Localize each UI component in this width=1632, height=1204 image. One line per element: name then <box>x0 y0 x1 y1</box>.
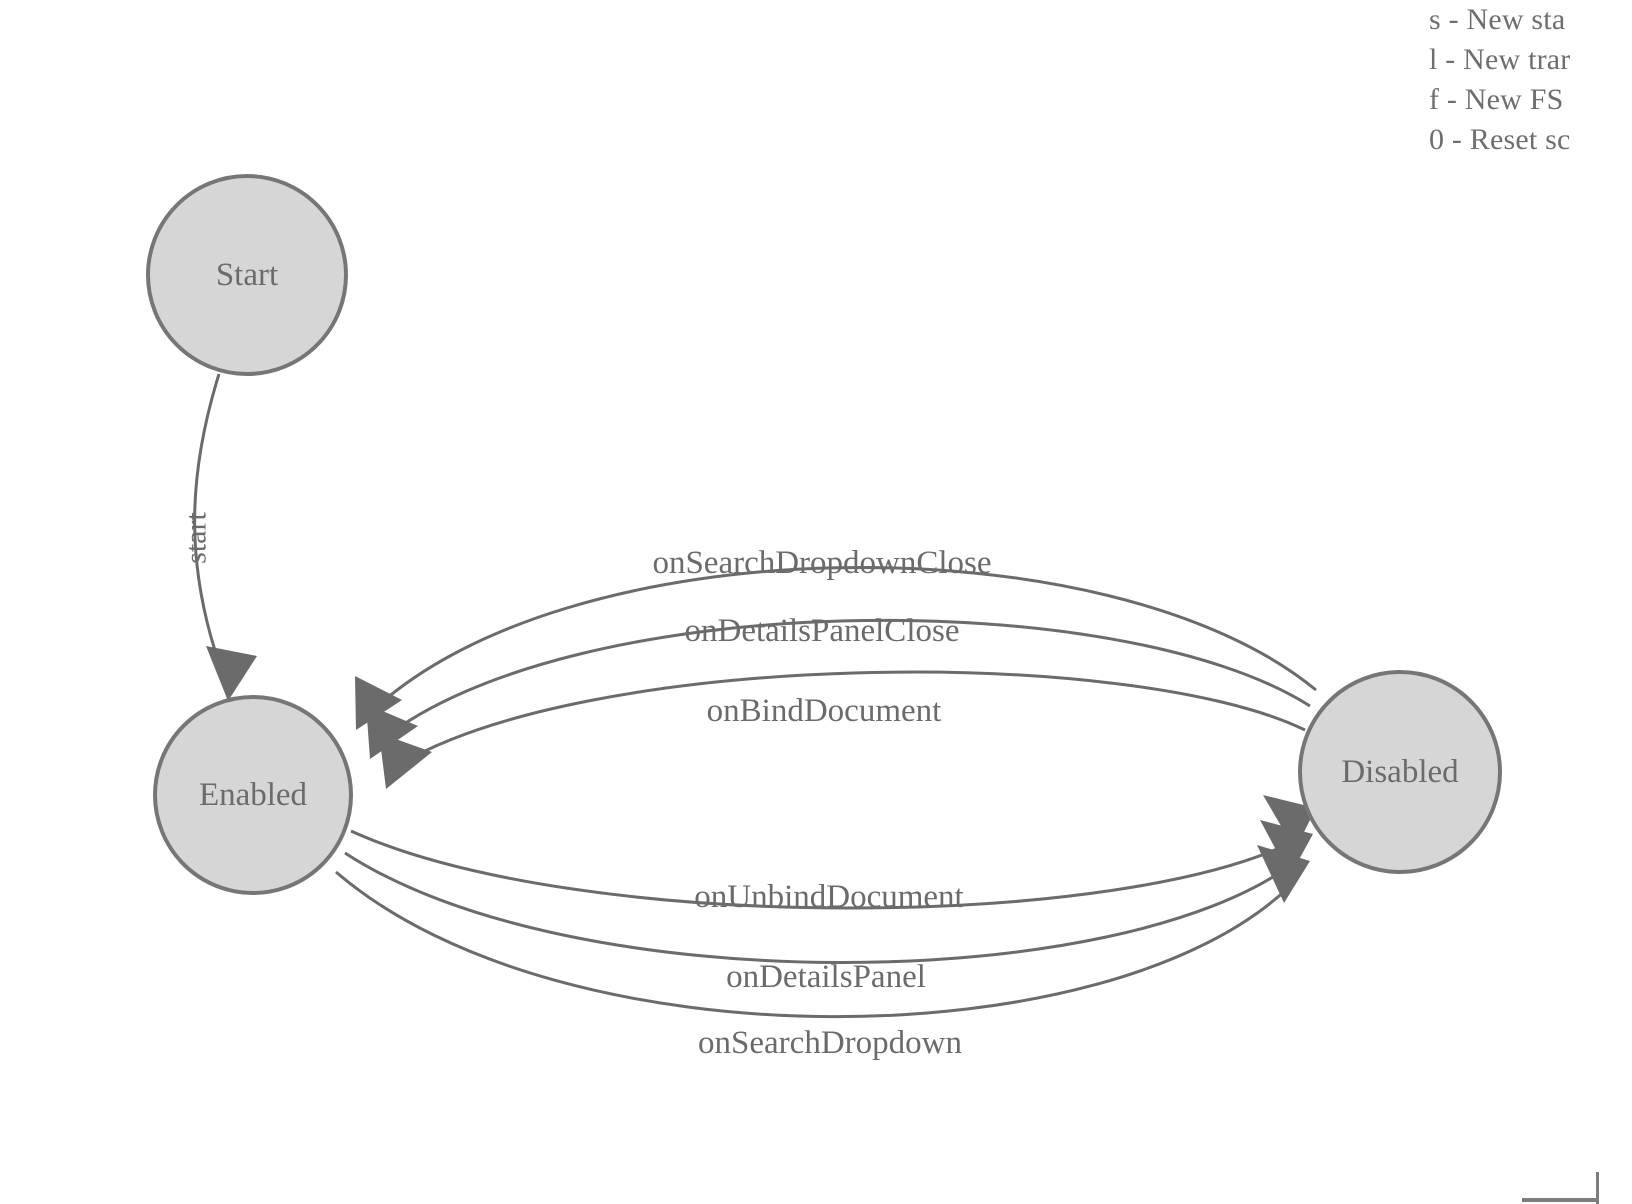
edge-path-onDetailsPanel[interactable] <box>344 851 1296 964</box>
edge-path-onBindDocument[interactable] <box>391 670 1306 771</box>
edge-path-onSearchDropdownClose[interactable] <box>364 566 1317 719</box>
edge-label-onSearchDropdown: onSearchDropdown <box>698 1025 962 1061</box>
edge-path-onUnbindDocument[interactable] <box>350 829 1301 910</box>
state-circle-enabled[interactable] <box>153 695 353 895</box>
edge-label-onSearchDropdownClose: onSearchDropdownClose <box>652 545 991 581</box>
window-border-right <box>1596 1172 1599 1204</box>
state-circle-disabled[interactable] <box>1298 670 1502 874</box>
arrowhead-start-to-enabled <box>206 646 257 701</box>
edge-label-onDetailsPanelClose: onDetailsPanelClose <box>685 613 960 649</box>
edge-label-start: start <box>180 512 213 564</box>
edge-label-onUnbindDocument: onUnbindDocument <box>694 879 963 915</box>
edge-path-onSearchDropdown[interactable] <box>335 870 1292 1019</box>
edge-path-onDetailsPanelClose[interactable] <box>378 618 1311 744</box>
state-node-start[interactable]: Start <box>146 174 348 376</box>
state-label-start: Start <box>216 257 278 293</box>
edge-label-onBindDocument: onBindDocument <box>707 693 942 729</box>
arrowhead-onDetailsPanelClose <box>366 704 418 759</box>
arrowhead-onBindDocument <box>379 733 432 789</box>
transition-edges-group <box>193 373 1317 1019</box>
window-border-bottom <box>1522 1198 1599 1202</box>
state-label-disabled: Disabled <box>1341 754 1459 790</box>
arrowhead-onUnbindDocument <box>1263 795 1316 850</box>
state-node-disabled[interactable]: Disabled <box>1298 670 1502 874</box>
state-label-enabled: Enabled <box>199 777 308 813</box>
edge-label-onDetailsPanel: onDetailsPanel <box>726 959 926 995</box>
state-nodes-group: Start Enabled Disabled <box>146 174 1502 895</box>
edge-path-start[interactable] <box>193 373 224 673</box>
edge-labels-group: start onSearchDropdownClose onDetailsPan… <box>180 512 992 1061</box>
arrowhead-onSearchDropdownClose <box>355 676 402 730</box>
state-node-enabled[interactable]: Enabled <box>153 695 353 895</box>
state-circle-start[interactable] <box>146 174 348 376</box>
arrowheads-group <box>206 646 1316 903</box>
